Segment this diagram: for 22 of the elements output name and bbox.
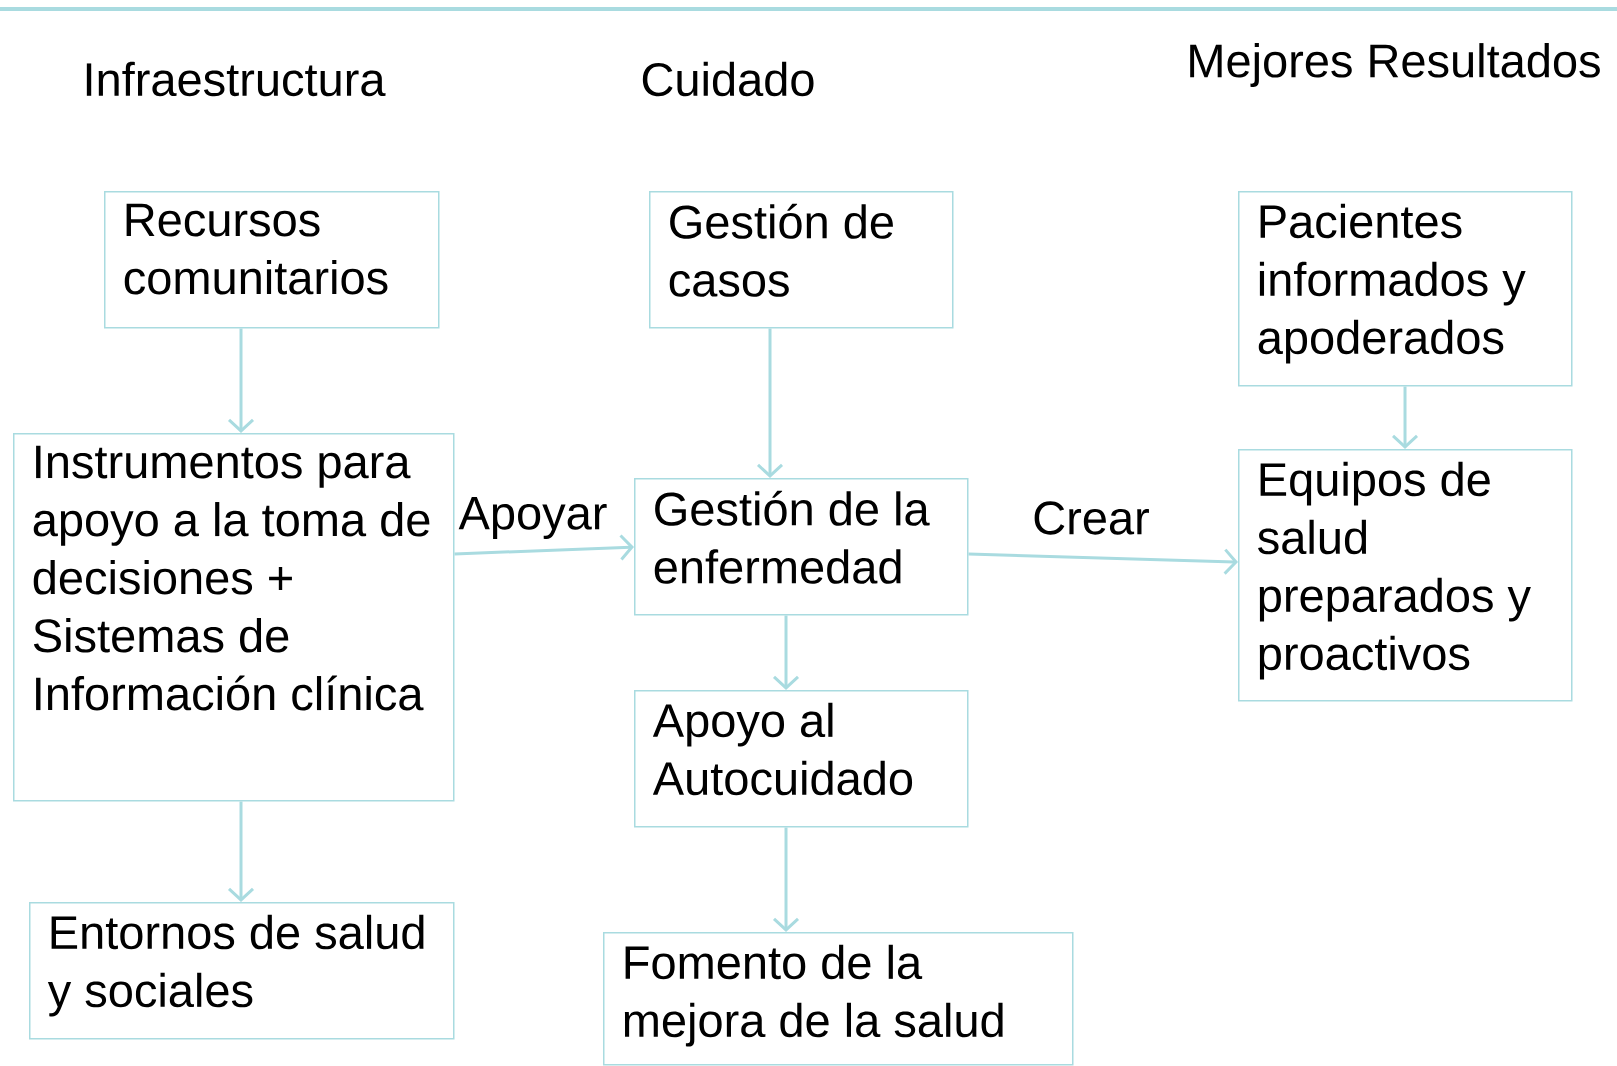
- arrow: [968, 548, 1238, 575]
- process-box: Fomento de la mejora de la salud: [603, 932, 1074, 1066]
- edge-label: Apoyar: [457, 495, 609, 541]
- arrow: [1392, 386, 1419, 449]
- process-box: Recursos comunitarios: [104, 191, 440, 329]
- column-heading: Infraestructura: [86, 61, 386, 97]
- process-box: Gestión de casos: [649, 191, 954, 329]
- process-box: Equipos de salud preparados y proactivos: [1238, 449, 1573, 702]
- arrow: [773, 615, 800, 690]
- edge-label: Crear: [1031, 500, 1151, 536]
- arrow: [228, 328, 254, 433]
- arrow: [454, 534, 634, 561]
- arrow: [773, 827, 800, 932]
- process-box: Gestión de la enfermedad: [634, 478, 969, 616]
- arrow: [228, 801, 254, 902]
- column-heading: Cuidado: [642, 61, 814, 97]
- process-box: Apoyo al Autocuidado: [634, 690, 969, 828]
- process-box: Instrumentos para apoyo a la toma de decisiones + Sistemas de Información clínica: [13, 433, 455, 802]
- arrow: [757, 328, 784, 478]
- column-heading: Mejores Resultados: [1190, 43, 1600, 87]
- process-box: Entornos de salud y sociales: [29, 902, 455, 1040]
- process-box: Pacientes informados y apoderados: [1238, 191, 1573, 387]
